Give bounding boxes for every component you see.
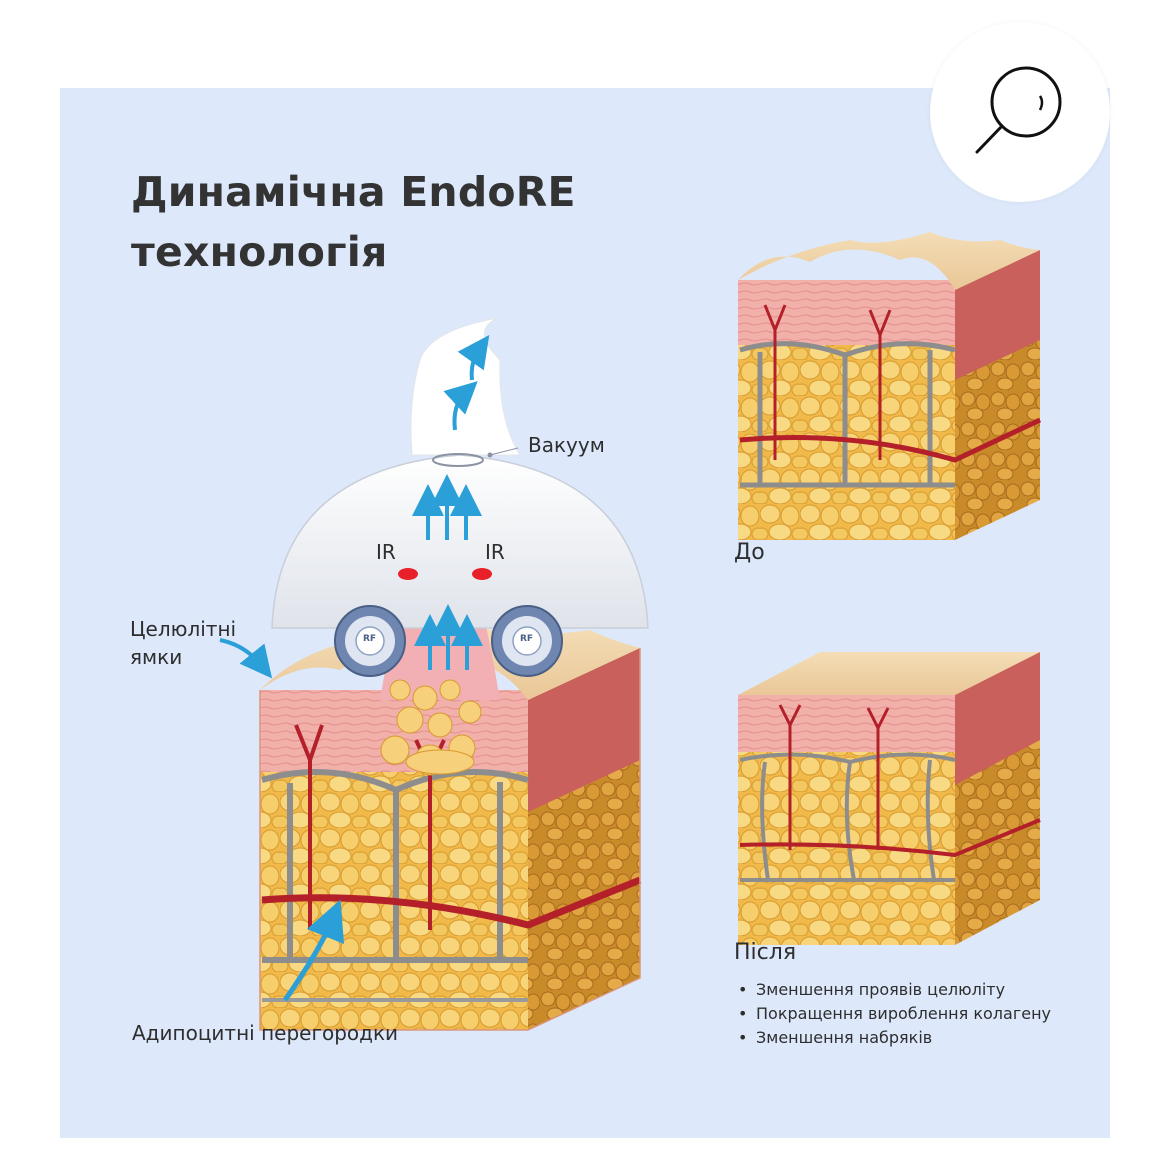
vacuum-label: Вакуум bbox=[528, 433, 605, 457]
ir-label-left: IR bbox=[376, 540, 396, 564]
title-line-1: Динамічна EndoRE bbox=[131, 168, 576, 216]
after-skin-cube bbox=[738, 652, 1041, 945]
rf-roller-left bbox=[334, 605, 406, 677]
rf-label-left: RF bbox=[363, 634, 377, 644]
search-icon bbox=[975, 66, 1062, 154]
after-label: Після bbox=[734, 940, 797, 965]
cellulite-dimples-label: Целюлітні ямки bbox=[130, 615, 236, 671]
rf-roller-right bbox=[491, 605, 563, 677]
endore-device bbox=[219, 317, 649, 1002]
page-title: Динамічна EndoRE технологія bbox=[131, 162, 576, 282]
before-label: До bbox=[734, 540, 765, 565]
cellulite-label-line-1: Целюлітні bbox=[130, 617, 237, 641]
title-line-2: технологія bbox=[131, 228, 388, 276]
rf-label-right: RF bbox=[520, 634, 534, 644]
benefit-item: Зменшення проявів целюліту bbox=[738, 978, 1051, 1002]
zoom-search-button[interactable] bbox=[930, 22, 1110, 202]
cellulite-label-line-2: ямки bbox=[130, 645, 183, 669]
septa-label: Адипоцитні перегородки bbox=[132, 1021, 399, 1045]
benefit-item: Зменшення набряків bbox=[738, 1026, 1051, 1050]
vacuum-arrows bbox=[412, 334, 490, 670]
main-skin-cube bbox=[259, 590, 642, 1031]
ir-label-right: IR bbox=[485, 540, 505, 564]
before-skin-cube bbox=[738, 232, 1042, 540]
benefit-item: Покращення вироблення колагену bbox=[738, 1002, 1051, 1026]
after-benefits-list: Зменшення проявів целюліту Покращення ви… bbox=[738, 978, 1051, 1050]
